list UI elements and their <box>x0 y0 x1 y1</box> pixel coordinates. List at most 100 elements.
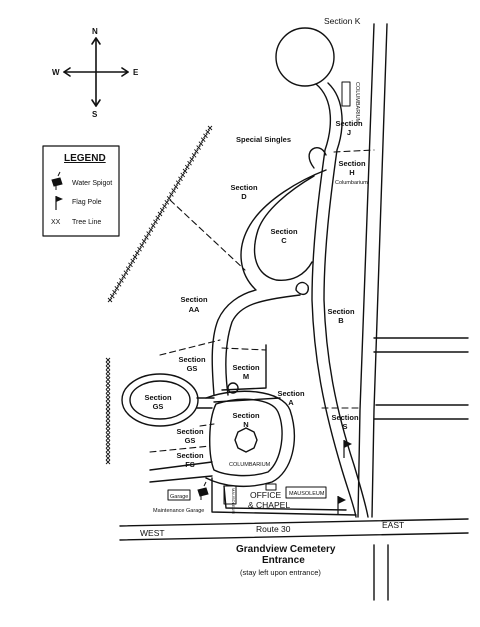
tree-line-mark <box>146 231 151 236</box>
tree-line-mark <box>139 242 145 248</box>
tree-line-mark <box>198 141 204 146</box>
small-turn <box>295 281 310 296</box>
section-aa-line2: AA <box>189 305 200 314</box>
columbarium-octagon <box>234 427 258 453</box>
tree-line-mark <box>155 215 161 221</box>
dashed-boundary-gs-aa <box>159 339 221 356</box>
tree-line-mark <box>105 377 111 382</box>
flag-pole-icon <box>343 440 352 458</box>
flag-pole-icon <box>55 196 63 210</box>
tree-line-mark <box>200 137 206 143</box>
cross-street-lower <box>373 404 469 420</box>
tree-line-mark <box>114 285 120 291</box>
tree-line-mark <box>112 289 117 295</box>
dashed-boundary-d-aa <box>169 199 246 271</box>
section-gs-oval-line2: GS <box>153 402 164 411</box>
tree-line-mark <box>141 239 147 244</box>
tree-line-mark <box>130 258 136 264</box>
section-fs-line1: Section <box>176 451 204 460</box>
tree-line-mark <box>196 145 201 150</box>
section-n-line1: Section <box>232 411 260 420</box>
mausoleum-label: MAUSOLEUM <box>289 491 325 497</box>
section-c-inner <box>308 147 327 169</box>
section-gs-oval-outer <box>121 373 199 427</box>
compass-arrow-e <box>121 67 129 77</box>
dashed-boundary-gs <box>149 423 215 453</box>
tree-line-mark <box>178 176 183 182</box>
tree-line-mark <box>105 447 111 453</box>
tree-line-mark <box>150 223 156 229</box>
compass-n: N <box>92 27 98 36</box>
tree-line-mark <box>148 227 154 232</box>
section-a-line1: Section <box>277 389 305 398</box>
special-singles-label: Special Singles <box>236 135 291 144</box>
tree-line-mark <box>164 199 170 205</box>
columbarium-box-top <box>341 81 351 107</box>
route-30-label: Route 30 <box>256 524 291 534</box>
flag-pole-icon <box>337 496 346 514</box>
tree-line-mark <box>109 293 115 299</box>
tree-line-mark <box>105 443 111 449</box>
section-gs-oval-line1: Section <box>144 393 172 402</box>
tree-line-mark <box>105 440 111 445</box>
entrance-note: (stay left upon entrance) <box>240 568 321 577</box>
legend-label-flag-pole: Flag Pole <box>72 199 102 206</box>
tree-line-mark <box>105 436 111 441</box>
tree-line-mark <box>128 262 133 268</box>
section-a-line2: A <box>288 398 294 407</box>
section-n-line2: N <box>243 420 248 429</box>
tree-line-mark <box>105 392 111 398</box>
tree-line-mark <box>191 153 197 158</box>
tree-line-mark <box>205 129 211 135</box>
section-c-loop <box>211 169 327 396</box>
compass <box>63 37 129 107</box>
tree-line-lower <box>105 357 111 465</box>
compass-arrow-w <box>63 67 71 77</box>
tree-line-mark <box>123 270 129 275</box>
dashed-boundary-m <box>221 347 267 351</box>
tree-line-icon: XX <box>51 219 61 226</box>
water-spigot-icon <box>197 481 209 500</box>
dashed-boundary-h <box>333 149 375 153</box>
section-gs-lower-line2: GS <box>185 436 196 445</box>
route-30-road <box>119 518 469 541</box>
section-b-line2: B <box>338 316 344 325</box>
tree-line-mark <box>105 424 111 430</box>
entrance-title-line1: Grandview Cemetery <box>236 544 336 555</box>
tree-line-mark <box>105 381 111 386</box>
tree-line-mark <box>157 211 163 217</box>
oval-connector <box>196 397 215 409</box>
tree-line-mark <box>169 192 174 197</box>
section-s-line2: S <box>342 422 347 431</box>
section-d-line2: D <box>241 192 247 201</box>
lower-west-road <box>149 461 213 483</box>
section-gs-oval-inner <box>129 380 191 420</box>
tree-line-mark <box>105 455 111 461</box>
office-chapel-line1: OFFICE <box>250 490 281 500</box>
tree-line-mark <box>105 373 111 379</box>
tree-line-mark <box>173 184 179 189</box>
columbarium-label-n: COLUMBARIUM <box>229 462 271 468</box>
legend-box <box>42 145 120 237</box>
maintenance-garage-label: Maintenance Garage <box>153 508 204 514</box>
compass-arrow-s <box>91 99 101 107</box>
mausoleum-box <box>285 486 327 499</box>
tree-line-mark <box>207 125 213 131</box>
mid-road <box>225 294 301 396</box>
office-chapel-line2: & CHAPEL <box>248 500 290 510</box>
tree-line-mark <box>144 235 149 240</box>
tree-line-mark <box>105 416 111 422</box>
tree-line-mark <box>162 203 167 209</box>
compass-w: W <box>52 68 60 77</box>
tree-line-mark <box>171 188 176 193</box>
office-drive <box>211 477 357 516</box>
compass-arrow-n <box>91 37 101 45</box>
tree-line-mark <box>105 451 111 457</box>
tree-line-mark <box>105 389 111 394</box>
section-k-road <box>311 82 369 518</box>
entrance-title-line2: Entrance <box>262 555 305 566</box>
section-n-outer <box>205 390 296 487</box>
section-gs-lower-line1: Section <box>176 427 204 436</box>
section-gs-upper-line1: Section <box>178 355 206 364</box>
tree-line-mark <box>121 274 126 279</box>
